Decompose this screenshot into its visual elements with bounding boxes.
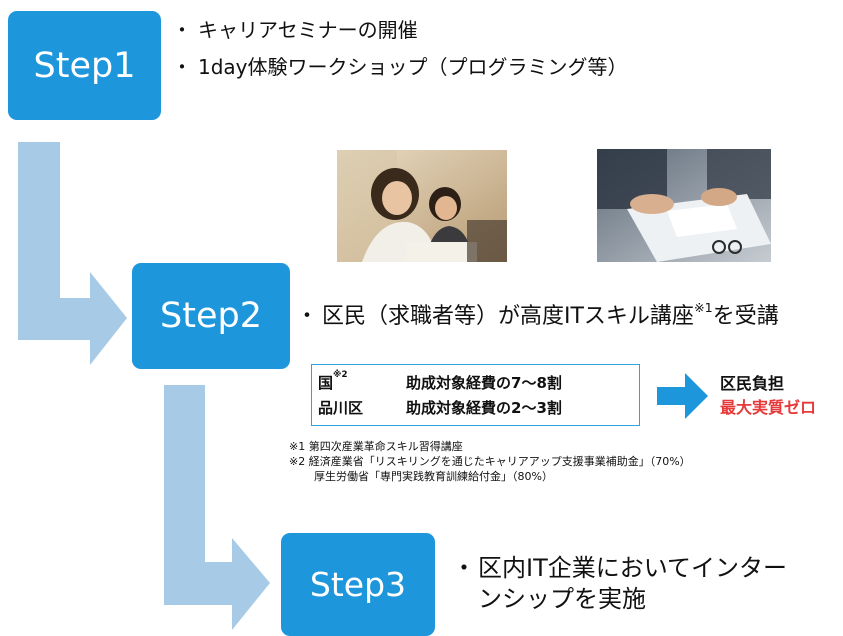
resident-burden-result: 区民負担 最大実質ゼロ <box>720 372 816 420</box>
footnote-2-cont: 厚生労働省「専門実践教育訓練給付金」（80%） <box>314 469 553 483</box>
step1-label: Step1 <box>33 45 136 86</box>
step2-bullet-suffix: を受講 <box>712 304 779 329</box>
footnote-1: ※1 第四次産業革命スキル習得講座 <box>289 440 463 453</box>
step2-bullet-text: 区民（求職者等）が高度ITスキル講座 <box>322 304 694 329</box>
step1-bullet-seminar-text: キャリアセミナーの開催 <box>198 18 418 42</box>
step3-bullet-line1: 区内IT企業においてインター <box>478 554 788 582</box>
step3-bullet-line2: ンシップを実施 <box>478 585 646 614</box>
bullet-mark: ・ <box>452 554 476 582</box>
subsidy-payer: 国※2 <box>318 370 406 393</box>
result-arrow <box>657 373 708 419</box>
bullet-mark: ・ <box>172 55 192 79</box>
subsidy-payer-national: 国 <box>318 374 334 392</box>
step1-box: Step1 <box>8 11 161 120</box>
result-line2: 最大実質ゼロ <box>720 398 817 417</box>
step3-label: Step3 <box>309 565 407 604</box>
note-mark-1: ※1 <box>693 301 713 316</box>
footnote-2: ※2 経済産業省「リスキリングを通じたキャリアアップ支援事業補助金」（70%） <box>289 454 691 468</box>
subsidy-share-shinagawa: 助成対象経費の2～3割 <box>406 399 562 417</box>
flow-arrow-1 <box>18 142 127 365</box>
subsidy-share-national: 助成対象経費の7～8割 <box>406 374 562 392</box>
step2-box: Step2 <box>132 263 290 369</box>
step1-bullet-workshop-text: 1day体験ワークショップ（プログラミング等） <box>198 55 628 79</box>
step1-bullet-workshop: ・1day体験ワークショップ（プログラミング等） <box>172 54 628 80</box>
subsidy-box: 国※2 助成対象経費の7～8割 品川区 助成対象経費の2～3割 <box>311 364 640 426</box>
step2-label: Step2 <box>160 296 262 336</box>
subsidy-row-shinagawa: 品川区 助成対象経費の2～3割 <box>318 395 639 420</box>
flow-arrow-2 <box>164 385 270 630</box>
subsidy-payer-shinagawa: 品川区 <box>318 399 364 417</box>
note-mark-2: ※2 <box>333 370 348 380</box>
students-studying-photo <box>337 150 507 262</box>
bullet-mark: ・ <box>296 304 319 329</box>
step2-bullet: ・区民（求職者等）が高度ITスキル講座※1を受講 <box>296 301 779 332</box>
bullet-mark: ・ <box>172 18 192 42</box>
business-meeting-photo <box>597 149 771 262</box>
step1-bullet-seminar: ・キャリアセミナーの開催 <box>172 17 418 43</box>
step3-box: Step3 <box>281 533 435 636</box>
subsidy-row-national: 国※2 助成対象経費の7～8割 <box>318 370 639 395</box>
step3-bullet: ・区内IT企業においてインター ンシップを実施 <box>452 553 787 615</box>
result-line1: 区民負担 <box>720 374 785 393</box>
footnotes: ※1 第四次産業革命スキル習得講座 ※2 経済産業省「リスキリングを通じたキャリ… <box>289 440 691 485</box>
